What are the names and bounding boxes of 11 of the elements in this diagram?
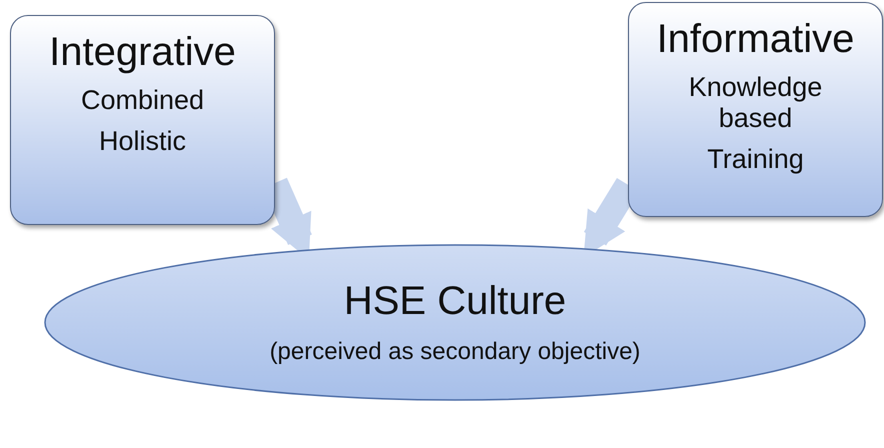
node-text: Combined [80, 85, 204, 116]
rounded-box [10, 15, 275, 225]
node-text: Training [707, 144, 804, 176]
node-text: Holistic [98, 126, 186, 158]
ellipse-shape [44, 244, 866, 401]
rounded-box [628, 2, 883, 217]
node-text: Knowledge based [688, 72, 824, 134]
node-text: (perceived as secondary objective) [270, 338, 640, 366]
heading: HSE Culture [344, 279, 566, 324]
heading: Integrative [49, 30, 236, 75]
heading: Informative [656, 17, 854, 62]
